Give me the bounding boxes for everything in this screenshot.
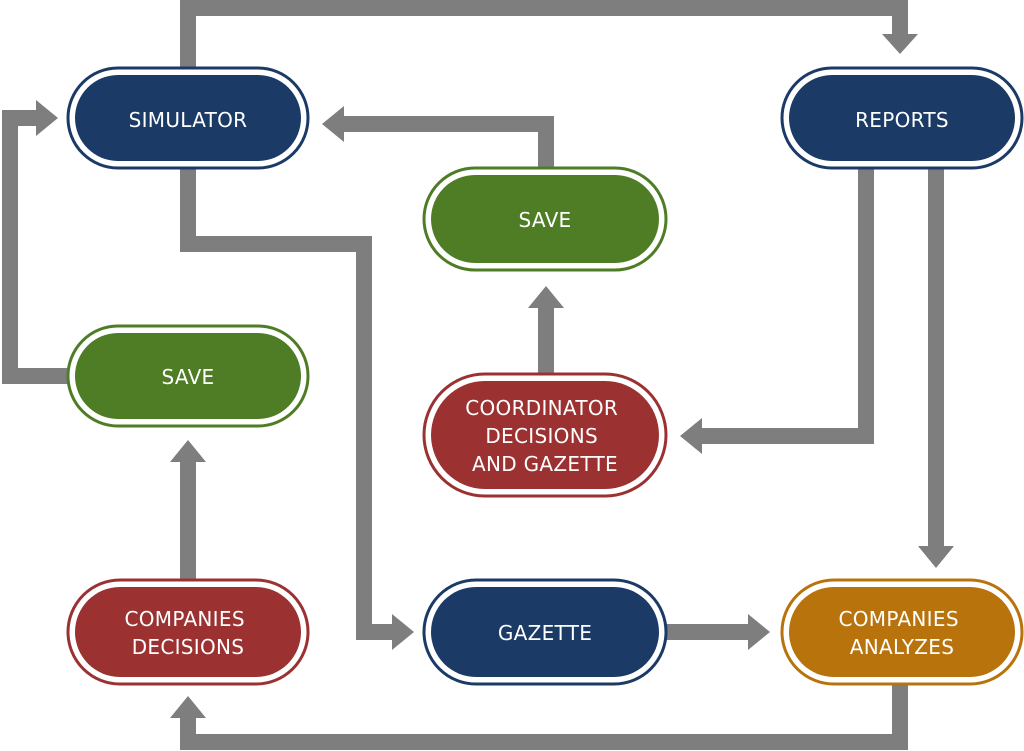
edge-save-top-to-simulator [322, 106, 554, 172]
edge-reports-to-companies-analyzes [918, 168, 954, 568]
node-simulator[interactable]: SIMULATOR [66, 66, 310, 170]
edge-reports-to-coordinator [680, 168, 874, 454]
edge-simulator-to-gazette [180, 168, 414, 650]
node-save-top[interactable]: SAVE [422, 166, 668, 272]
node-companies-analyzes[interactable]: COMPANIES ANALYZES [780, 578, 1024, 686]
edge-coordinator-to-save-top [528, 286, 564, 374]
node-reports-label: REPORTS [855, 108, 949, 132]
node-companies-decisions-label: COMPANIES DECISIONS [125, 607, 252, 659]
edge-companies-analyzes-to-companies-decisions [170, 684, 908, 750]
node-gazette-label: GAZETTE [498, 621, 592, 645]
node-companies-decisions[interactable]: COMPANIES DECISIONS [66, 578, 310, 686]
edge-companies-decisions-to-save-left [170, 440, 206, 580]
node-simulator-label: SIMULATOR [129, 108, 248, 132]
node-coordinator[interactable]: COORDINATOR DECISIONS AND GAZETTE [422, 372, 668, 498]
node-companies-analyzes-label: COMPANIES ANALYZES [839, 607, 966, 659]
edge-save-left-to-simulator [2, 100, 70, 384]
edge-simulator-to-reports [180, 0, 918, 72]
node-save-left-label: SAVE [162, 365, 215, 389]
connectors-layer [2, 0, 954, 750]
node-gazette[interactable]: GAZETTE [422, 578, 668, 686]
node-coordinator-label: COORDINATOR DECISIONS AND GAZETTE [465, 396, 625, 476]
edge-gazette-to-companies-analyzes [666, 614, 770, 650]
nodes-layer: SIMULATOR REPORTS SAVE SAVE COORDINATOR … [66, 66, 1024, 686]
node-reports[interactable]: REPORTS [780, 66, 1024, 170]
node-save-top-label: SAVE [519, 208, 572, 232]
node-save-left[interactable]: SAVE [66, 324, 310, 428]
